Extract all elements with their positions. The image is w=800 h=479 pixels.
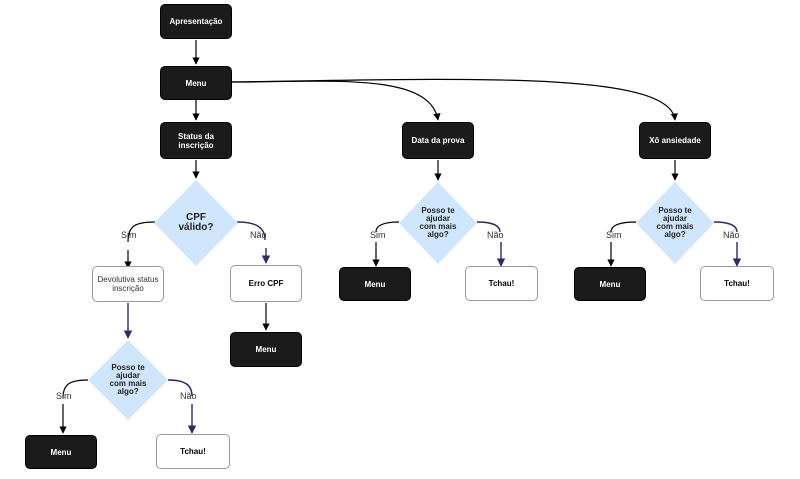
- node-menu-2: Menu: [339, 267, 411, 301]
- label-posso3-nao: Não: [723, 230, 740, 240]
- node-apresentacao: Apresentação: [160, 4, 232, 39]
- edge-posso2-sim: [376, 221, 400, 266]
- node-tchau-2: Tchau!: [465, 266, 538, 301]
- decision-cpf-label: CPF válido?: [178, 212, 214, 233]
- edge-menu-xoansiedade: [231, 78, 678, 121]
- node-menu-1: Menu: [25, 435, 97, 469]
- node-data-prova: Data da prova: [402, 122, 474, 159]
- label-posso2-sim: Sim: [370, 230, 386, 240]
- edge-posso2-nao: [476, 221, 501, 266]
- decision-posso-2-shape: [399, 182, 477, 264]
- node-tchau-3: Tchau!: [700, 266, 774, 301]
- decision-posso-1-label: Posso te ajudar com mais algo?: [109, 363, 147, 396]
- decision-posso-2-label: Posso te ajudar com mais algo?: [419, 206, 457, 239]
- decision-posso-3-shape: [636, 182, 714, 264]
- edge-menu-dataprova: [231, 80, 441, 121]
- decision-posso-ajudar-1: Posso te ajudar com mais algo?: [88, 340, 168, 420]
- node-menu-after-erro: Menu: [230, 332, 302, 367]
- node-tchau-1: Tchau!: [156, 434, 230, 469]
- node-devolutiva: Devolutiva status inscrição: [92, 266, 164, 302]
- decision-posso-1-shape: [88, 340, 168, 420]
- edge-posso3-sim: [611, 221, 637, 266]
- edge-posso1-nao: [167, 379, 192, 433]
- label-posso2-nao: Não: [487, 230, 504, 240]
- edge-cpf-nao: [236, 221, 266, 263]
- decision-cpf-shape: [154, 180, 238, 266]
- label-posso3-sim: Sim: [606, 230, 622, 240]
- decision-posso-ajudar-2: Posso te ajudar com mais algo?: [399, 182, 477, 264]
- node-status-inscricao: Status da inscrição: [160, 122, 232, 159]
- node-xo-ansiedade: Xô ansiedade: [639, 122, 711, 159]
- label-cpf-sim: Sim: [121, 230, 137, 240]
- edge-posso3-nao: [713, 221, 737, 266]
- decision-cpf-valido: CPF válido?: [154, 180, 238, 266]
- label-posso1-sim: Sim: [56, 391, 72, 401]
- node-erro-cpf: Erro CPF: [230, 265, 302, 302]
- node-menu-3: Menu: [574, 267, 646, 301]
- decision-posso-ajudar-3: Posso te ajudar com mais algo?: [636, 182, 714, 264]
- edge-posso1-sim: [63, 379, 89, 433]
- label-cpf-nao: Não: [250, 230, 267, 240]
- node-menu-main: Menu: [160, 66, 232, 100]
- edge-cpf-sim: [128, 221, 156, 268]
- decision-posso-3-label: Posso te ajudar com mais algo?: [656, 206, 694, 239]
- label-posso1-nao: Não: [180, 391, 197, 401]
